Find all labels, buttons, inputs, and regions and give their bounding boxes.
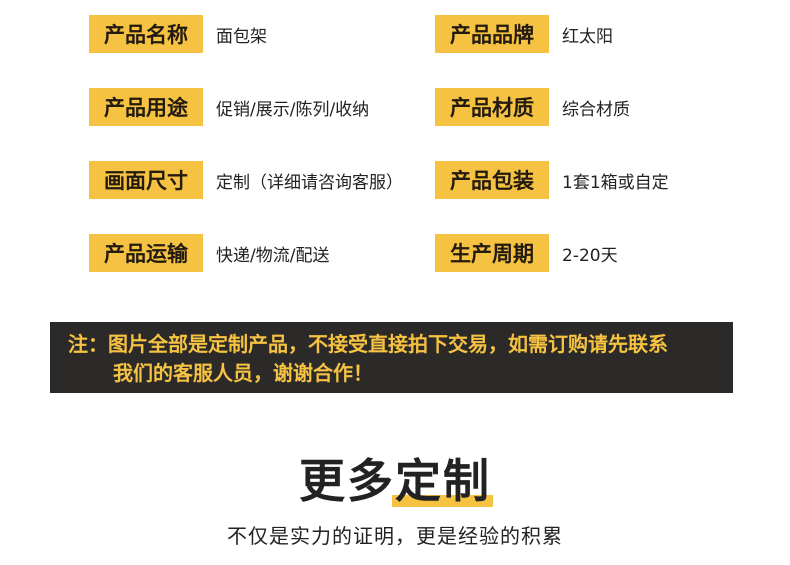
spec-row-production-cycle: 生产周期 2-20天 — [435, 234, 618, 272]
spec-row-product-name: 产品名称 面包架 — [89, 15, 267, 53]
spec-label: 产品用途 — [89, 88, 203, 126]
spec-value: 2-20天 — [562, 245, 618, 266]
spec-row-shipping: 产品运输 快递/物流/配送 — [89, 234, 329, 272]
spec-row-brand: 产品品牌 红太阳 — [435, 15, 613, 53]
spec-value: 面包架 — [216, 26, 267, 47]
spec-label: 产品运输 — [89, 234, 203, 272]
spec-label: 产品包装 — [435, 161, 549, 199]
spec-value: 1套1箱或自定 — [562, 172, 669, 193]
spec-value: 快递/物流/配送 — [216, 245, 330, 266]
spec-label: 生产周期 — [435, 234, 549, 272]
spec-value: 定制（详细请咨询客服） — [216, 172, 403, 193]
section-title-highlight: 定制 — [392, 445, 493, 511]
spec-value: 促销/展示/陈列/收纳 — [216, 99, 370, 120]
spec-label: 产品材质 — [435, 88, 549, 126]
spec-row-size: 画面尺寸 定制（详细请咨询客服） — [89, 161, 403, 199]
spec-row-material: 产品材质 综合材质 — [435, 88, 630, 126]
notice-line-1: 注：图片全部是定制产品，不接受直接拍下交易，如需订购请先联系 — [68, 332, 668, 356]
notice-line-2: 我们的客服人员，谢谢合作！ — [113, 361, 373, 385]
section-title: 更多定制 — [299, 445, 493, 511]
spec-label: 产品名称 — [89, 15, 203, 53]
spec-row-packaging: 产品包装 1套1箱或自定 — [435, 161, 669, 199]
section-title-plain: 更多 — [299, 454, 395, 508]
spec-value: 综合材质 — [562, 99, 630, 120]
notice-banner: 注：图片全部是定制产品，不接受直接拍下交易，如需订购请先联系 我们的客服人员，谢… — [50, 322, 733, 393]
spec-value: 红太阳 — [562, 26, 613, 47]
section-subtitle: 不仅是实力的证明，更是经验的积累 — [227, 524, 563, 548]
spec-label: 画面尺寸 — [89, 161, 203, 199]
spec-row-usage: 产品用途 促销/展示/陈列/收纳 — [89, 88, 369, 126]
section-heading: 更多定制 — [0, 445, 790, 511]
spec-label: 产品品牌 — [435, 15, 549, 53]
